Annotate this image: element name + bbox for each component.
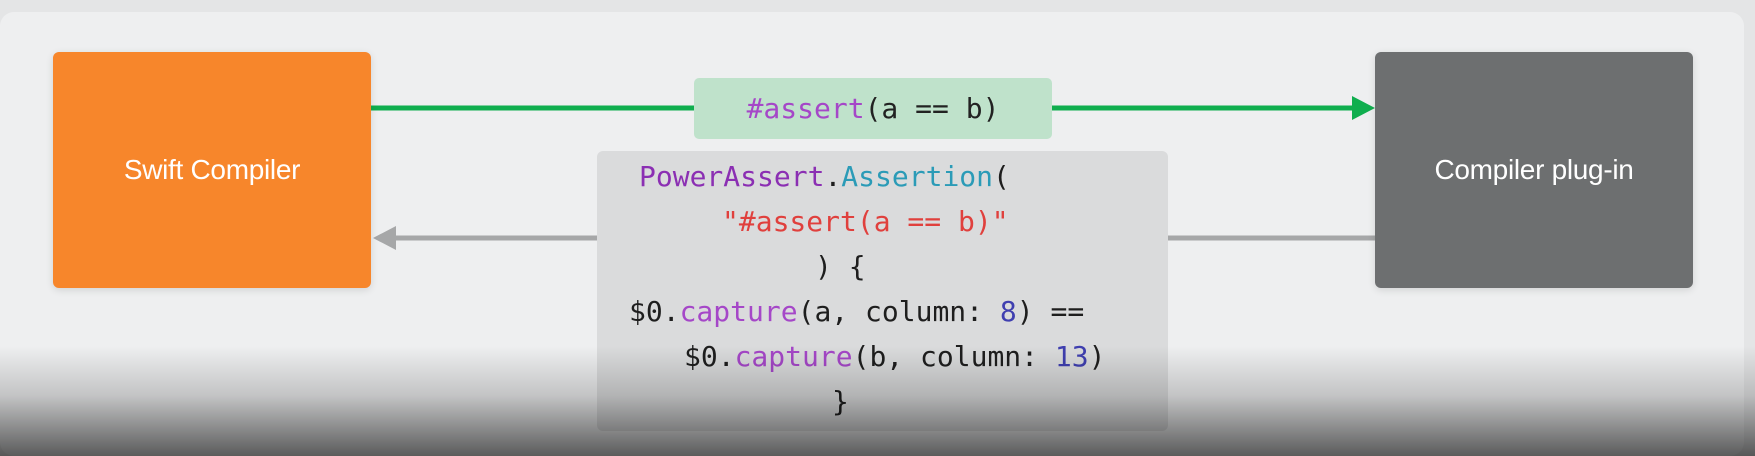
code-string-literal: "#assert(a == b)"	[722, 205, 1009, 238]
code-line-5: $0.capture(b, column: 13)	[684, 340, 1105, 374]
swift-compiler-label: Swift Compiler	[123, 154, 301, 185]
code-capture2-recv: $0.	[684, 340, 735, 373]
code-line-2: "#assert(a == b)"	[722, 205, 1009, 239]
response-arrowhead	[373, 226, 396, 250]
code-member: Assertion	[841, 160, 994, 193]
code-capture1-recv: $0.	[629, 295, 680, 328]
code-capture1-num: 8	[999, 295, 1017, 328]
expanded-code-block: PowerAssert.Assertion( "#assert(a == b)"…	[597, 151, 1168, 431]
request-arrowhead	[1352, 96, 1375, 120]
code-capture2-num: 13	[1054, 340, 1089, 373]
assert-keyword: #assert	[746, 92, 865, 125]
code-line-6: }	[832, 385, 849, 419]
assert-args: (a == b)	[864, 92, 1000, 125]
compiler-plugin-box: Compiler plug-in	[1375, 52, 1693, 288]
code-type-name: PowerAssert	[639, 160, 825, 193]
code-closing-brace: }	[832, 385, 849, 418]
code-dot: .	[824, 160, 842, 193]
code-open-paren: (	[993, 160, 1010, 193]
code-capture1-args: (a, column:	[797, 295, 1000, 328]
code-line-4: $0.capture(a, column: 8) ==	[629, 295, 1084, 329]
swift-compiler-box: Swift Compiler	[53, 52, 371, 288]
compiler-plugin-label: Compiler plug-in	[1434, 154, 1634, 185]
code-line-1: PowerAssert.Assertion(	[639, 160, 1010, 194]
assert-macro-pill: #assert(a == b)	[694, 78, 1052, 139]
code-line-3: ) {	[815, 250, 866, 284]
code-capture2-fn: capture	[734, 340, 853, 373]
code-close-open-brace: ) {	[815, 250, 866, 283]
code-capture1-tail: ) ==	[1016, 295, 1085, 328]
code-capture2-args: (b, column:	[852, 340, 1055, 373]
code-capture1-fn: capture	[679, 295, 798, 328]
code-capture2-tail: )	[1088, 340, 1106, 373]
